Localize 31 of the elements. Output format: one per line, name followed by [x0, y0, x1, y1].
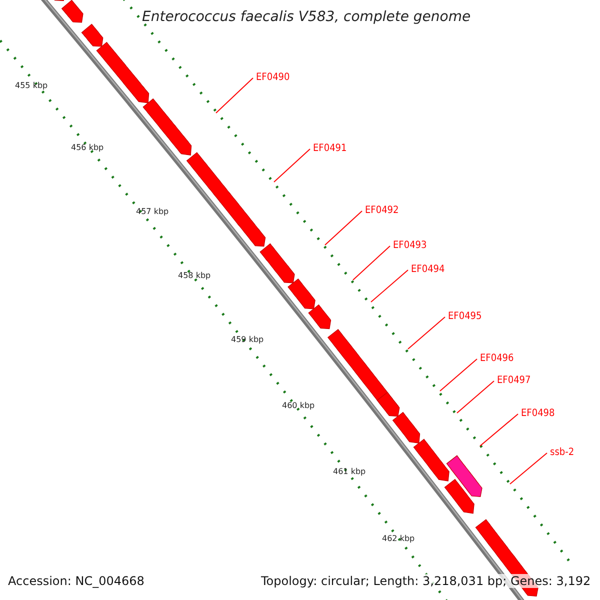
scale-label: 458 kbp: [178, 271, 211, 280]
footer-text: Topology: circular; Length: 3,218,031 bp; Genes: 3,192: [261, 574, 591, 588]
leader-line: [352, 246, 390, 280]
leader-line: [456, 380, 494, 414]
scale-label: 462 kbp: [382, 534, 415, 543]
gene-label: EF0494: [411, 264, 445, 275]
gene-label: EF0491: [313, 143, 347, 154]
gene-label: ssb-2: [550, 447, 574, 458]
scale-label: 455 kbp: [15, 81, 48, 90]
leader-line: [510, 452, 548, 484]
leader-line: [440, 358, 478, 392]
diagram-title: Enterococcus faecalis V583, complete genome: [142, 9, 471, 26]
scale-label: 461 kbp: [333, 467, 366, 476]
leader-line: [324, 210, 362, 246]
gene-label: EF0495: [448, 311, 482, 322]
scale-label: 457 kbp: [136, 207, 169, 216]
gene-label: EF0492: [365, 205, 399, 216]
scale-label: 460 kbp: [282, 401, 315, 410]
leader-line: [216, 78, 254, 114]
leader-line: [480, 414, 518, 446]
leader-line: [408, 316, 446, 350]
gene-label: EF0496: [480, 353, 514, 364]
leader-line: [370, 270, 408, 302]
footer-text: Accession: NC_004668: [8, 574, 144, 588]
gene-label: EF0497: [497, 375, 531, 386]
leader-line: [274, 148, 310, 182]
gene-label: EF0493: [393, 240, 427, 251]
scale-label: 459 kbp: [231, 335, 264, 344]
gene-label: EF0498: [521, 408, 555, 419]
scale-label: 456 kbp: [71, 143, 104, 152]
gene-label: EF0490: [256, 72, 290, 83]
